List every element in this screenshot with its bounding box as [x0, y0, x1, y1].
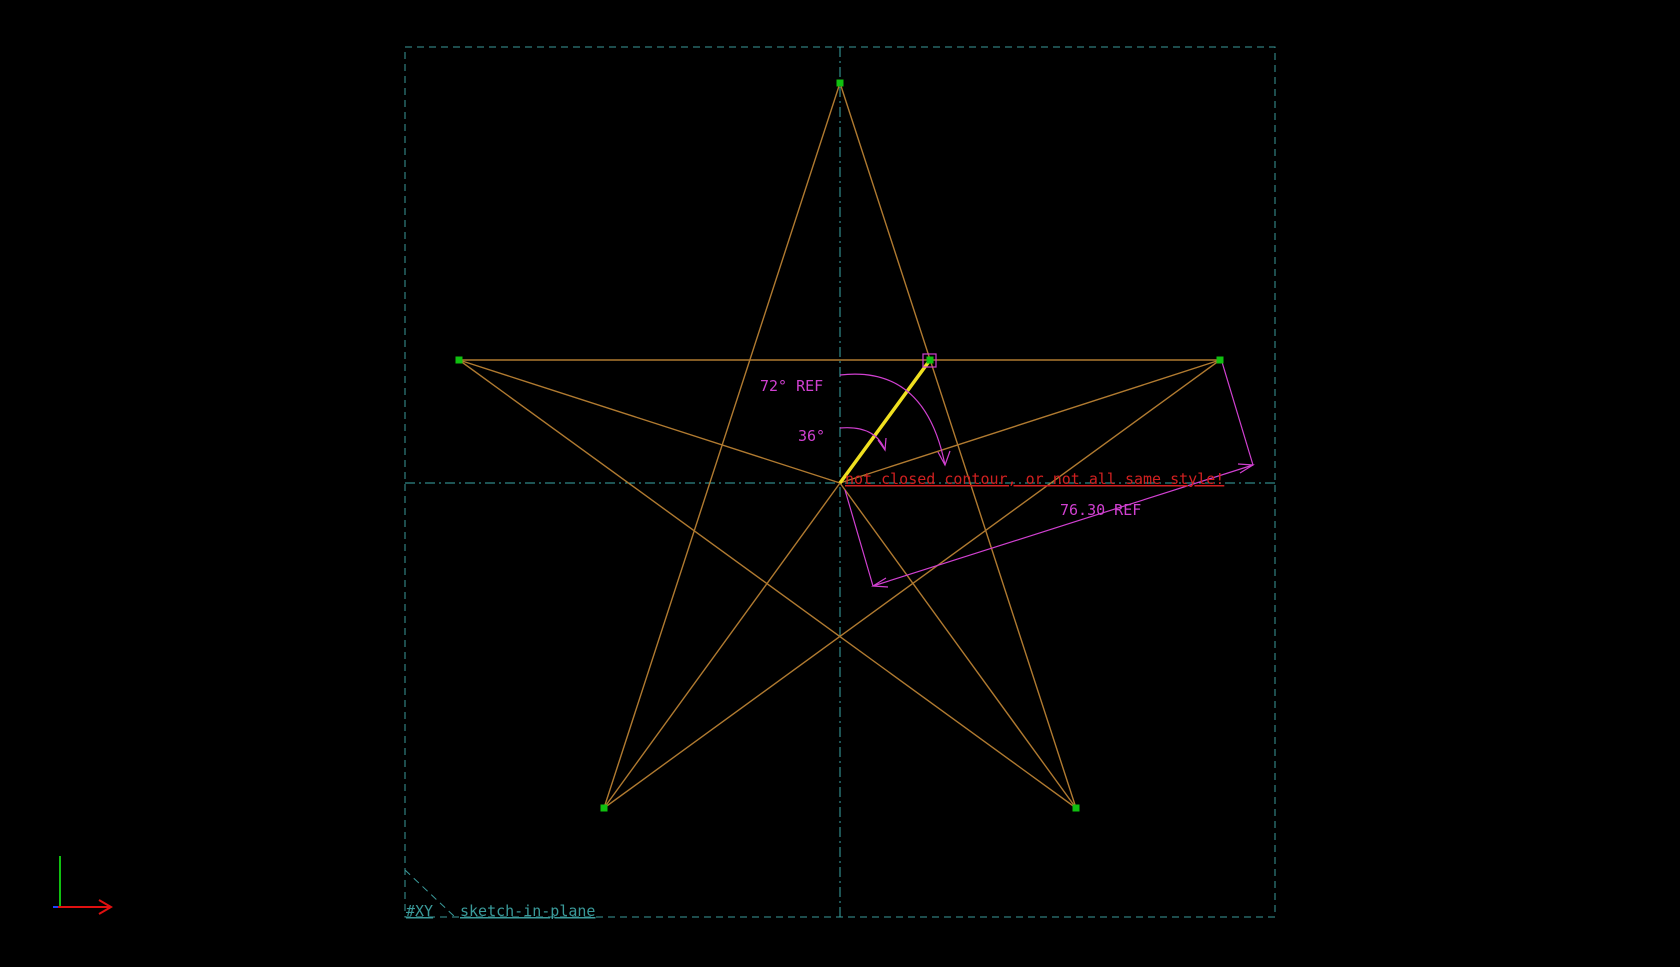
point-marker[interactable]: [1072, 804, 1080, 812]
star-spoke[interactable]: [839, 482, 1077, 809]
selected-line[interactable]: [838, 358, 932, 485]
axis-indicator: [53, 856, 113, 915]
length-label[interactable]: 76.30 REF: [1060, 501, 1141, 519]
dimension-annotations[interactable]: [839, 361, 1255, 588]
workplane-name-label: #XY: [406, 902, 433, 920]
point-marker[interactable]: [926, 356, 934, 364]
star-spoke[interactable]: [603, 482, 841, 809]
angle-inner-label[interactable]: 36°: [798, 427, 825, 445]
star-lines[interactable]: [458, 82, 1221, 809]
length-dimension-line[interactable]: [872, 464, 1254, 587]
angle-inner-arc[interactable]: [839, 427, 886, 451]
length-extension-line[interactable]: [844, 489, 874, 587]
contour-warning: not closed contour, or not all same styl…: [845, 470, 1224, 488]
point-marker[interactable]: [1216, 356, 1224, 364]
length-extension-line[interactable]: [1221, 361, 1254, 466]
star-edge[interactable]: [603, 359, 1221, 809]
dimension-labels[interactable]: 72° REF 36° 76.30 REF: [760, 377, 1141, 519]
angle-outer-label[interactable]: 72° REF: [760, 377, 823, 395]
hovered-point-highlight[interactable]: [922, 353, 937, 368]
point-marker[interactable]: [455, 356, 463, 364]
point-marker[interactable]: [600, 804, 608, 812]
star-spoke[interactable]: [839, 359, 1221, 484]
angle-outer-arc[interactable]: [839, 373, 946, 466]
sketch-points[interactable]: [455, 79, 1224, 812]
workplane-kind-label: sketch-in-plane: [460, 902, 595, 920]
point-marker[interactable]: [836, 79, 844, 87]
workplane-labels: #XY sketch-in-plane: [406, 902, 595, 920]
star-spoke[interactable]: [458, 359, 841, 484]
